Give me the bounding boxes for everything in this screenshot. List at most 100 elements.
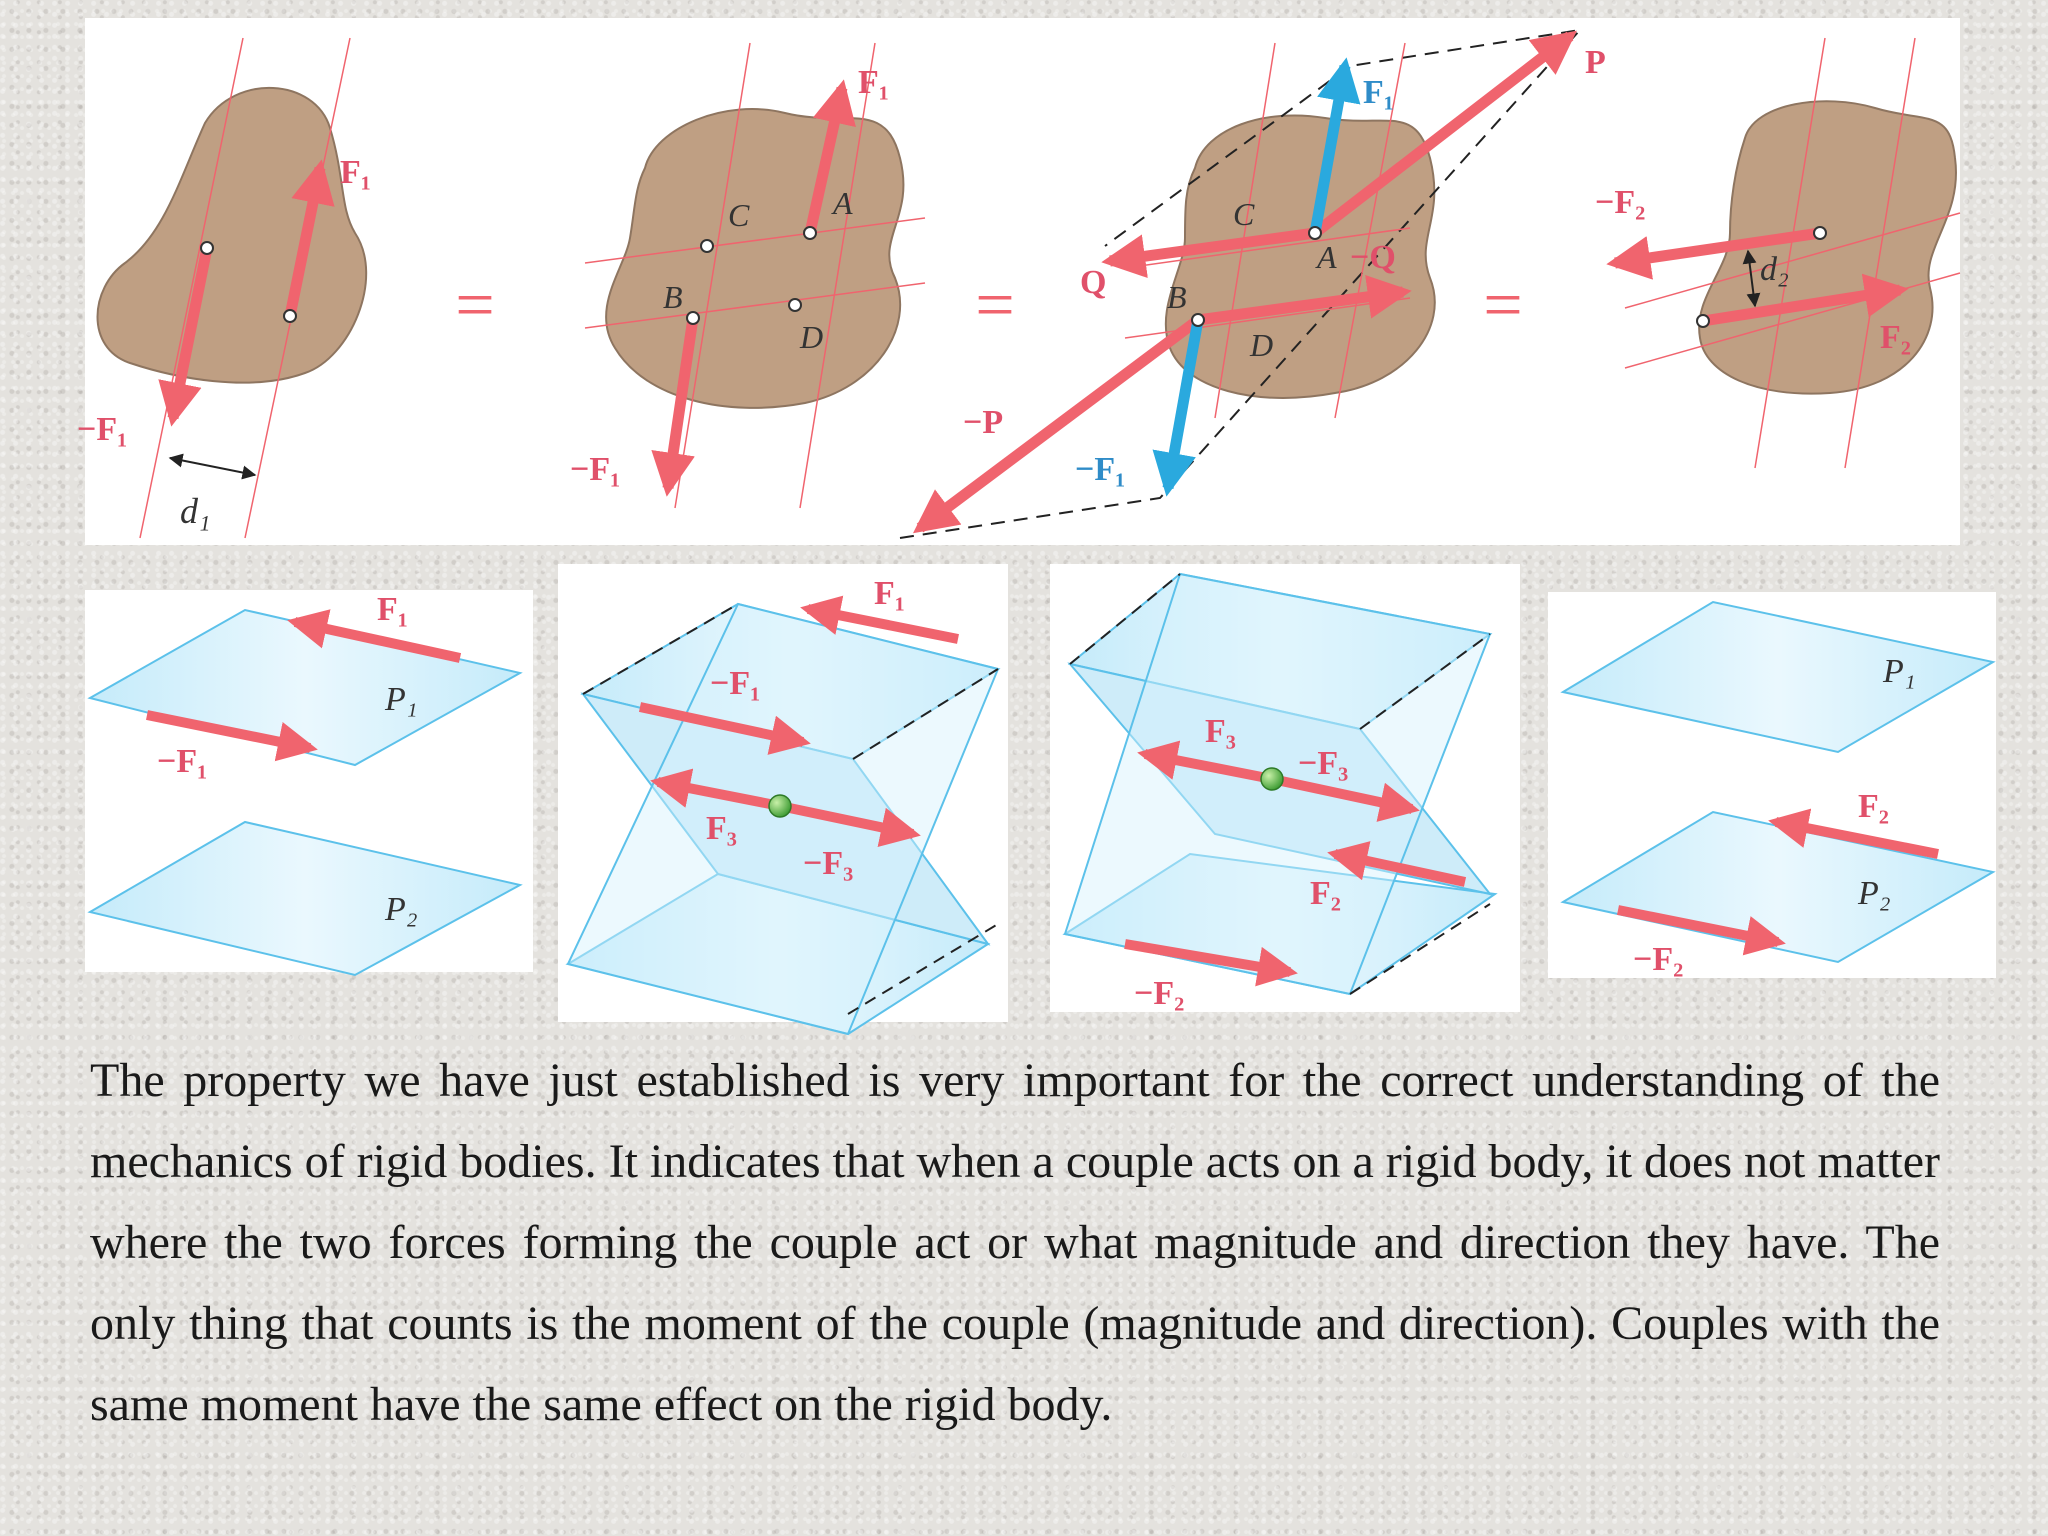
plane-p1	[87, 608, 523, 767]
label-neg-f2: −F₂	[1633, 941, 1683, 978]
force-f3-arrow	[650, 768, 781, 811]
label-a: A	[831, 185, 853, 221]
label-f2: F₂	[1880, 319, 1911, 356]
body-paragraph: The property we have just established is…	[90, 1054, 1940, 1431]
line-of-action	[1334, 42, 1406, 419]
force-neg-p-arrow	[912, 315, 1202, 534]
dashed-edge	[1349, 903, 1491, 995]
point-b	[686, 311, 700, 325]
force-neg-f2-arrow	[1617, 905, 1786, 956]
top-panel-1: F₁ −F₁ d₁	[77, 37, 371, 539]
top-figure-svg: F₁ −F₁ d₁ = C A B D F₁ −F₁ =	[77, 28, 1961, 539]
point-a	[1308, 226, 1322, 240]
equals-sign: =	[455, 267, 494, 344]
force-neg-f1-arrow	[146, 710, 318, 762]
label-neg-f1: −F₁	[1075, 451, 1125, 488]
top-figure: F₁ −F₁ d₁ = C A B D F₁ −F₁ =	[77, 18, 1961, 545]
force-neg-f1-arrow	[651, 317, 699, 497]
label-neg-p: −P	[963, 404, 1003, 441]
line-of-action	[674, 42, 751, 509]
point	[1813, 226, 1827, 240]
vertical-plane	[566, 602, 1000, 1036]
force-neg-q-arrow	[1197, 274, 1412, 326]
label-f1: F₁	[340, 154, 371, 191]
force-neg-f2-arrow	[1606, 227, 1821, 280]
label-a: A	[1315, 239, 1337, 275]
dashed-edge	[847, 923, 999, 1015]
rigid-body-shape	[1698, 100, 1957, 395]
top-panel-3: C A B D P −P Q −Q F₁ −F₁	[899, 28, 1606, 539]
label-neg-q: −Q	[1350, 239, 1396, 276]
dashed-edge	[1359, 633, 1491, 730]
bottom-panel-3: F₃ −F₃ F₂ −F₂	[1050, 564, 1520, 1012]
dashed-edge	[1069, 573, 1181, 665]
bottom-panel-2: F₁ −F₁ F₃ −F₃	[558, 564, 1008, 1036]
label-p2: P₂	[384, 891, 418, 928]
label-b: B	[1167, 279, 1187, 315]
label-d1: d₁	[180, 491, 211, 531]
line-of-action	[1214, 42, 1276, 419]
bottom-panel-2-svg: F₁ −F₁ F₃ −F₃	[565, 575, 1001, 1036]
point-a	[803, 226, 817, 240]
line-of-action	[799, 42, 876, 509]
point	[200, 241, 214, 255]
line-of-action	[1754, 37, 1826, 469]
force-neg-f1-arrow	[158, 246, 213, 427]
rigid-body-shape	[605, 108, 905, 409]
force-neg-f3-arrow	[1270, 774, 1420, 822]
line-of-action	[584, 282, 926, 329]
force-neg-f2-arrow	[1124, 939, 1298, 987]
parallelogram-outline	[899, 28, 1583, 539]
point-b	[1191, 313, 1205, 327]
label-p: P	[1585, 44, 1606, 81]
label-neg-f1: −F₁	[710, 665, 760, 702]
label-f2: F₂	[1858, 788, 1889, 825]
bottom-panel-1: F₁ −F₁ P₁ P₂	[85, 590, 533, 977]
label-f1: F₁	[858, 64, 889, 101]
label-c: C	[728, 197, 750, 233]
label-f1: F₁	[1363, 74, 1394, 111]
label-neg-f2: −F₂	[1595, 184, 1645, 221]
label-d: D	[1249, 327, 1273, 363]
line-of-action	[1624, 212, 1961, 309]
label-neg-f2: −F₂	[1134, 975, 1184, 1012]
label-c: C	[1233, 196, 1255, 232]
label-f1: F₁	[377, 591, 408, 628]
label-d2: d₂	[1760, 251, 1789, 288]
top-panel-2: C A B D F₁ −F₁	[570, 42, 926, 509]
point-d	[788, 298, 802, 312]
label-neg-f1: −F₁	[77, 411, 127, 448]
label-f2: F₂	[1310, 875, 1341, 912]
force-neg-f1-arrow	[1152, 319, 1204, 497]
bottom-panel-1-svg: F₁ −F₁ P₁ P₂	[87, 591, 523, 977]
force-p-arrow	[1311, 30, 1577, 238]
force-f2-arrow	[1768, 808, 1939, 859]
point	[1696, 314, 1710, 328]
label-f3: F₃	[1205, 713, 1236, 750]
label-p2: P₂	[1857, 875, 1891, 912]
label-f1: F₁	[874, 575, 905, 612]
line-of-action	[584, 217, 926, 264]
label-p1: P₁	[384, 681, 418, 718]
dashed-edge	[852, 668, 999, 760]
rigid-body-shape	[96, 87, 368, 384]
distance-arrow	[1742, 249, 1761, 308]
point-c	[700, 239, 714, 253]
label-b: B	[663, 279, 683, 315]
line-of-action	[1844, 37, 1916, 469]
force-f1-arrow	[804, 79, 856, 235]
line-of-action	[1124, 297, 1411, 339]
label-neg-f3: −F₃	[803, 845, 853, 882]
equals-sign: =	[975, 267, 1014, 344]
point	[283, 309, 297, 323]
force-neg-f1-arrow	[638, 702, 811, 755]
label-f3: F₃	[706, 810, 737, 847]
bottom-panel-4-svg: P₁ P₂ F₂ −F₂	[1560, 600, 1996, 978]
dashed-edge	[582, 603, 739, 695]
distance-arrow	[168, 453, 257, 480]
line-of-action	[139, 37, 244, 539]
force-neg-f3-arrow	[778, 801, 921, 847]
label-neg-f1: −F₁	[157, 743, 207, 780]
label-d: D	[799, 319, 823, 355]
top-panel-4: −F₂ F₂ d₂	[1595, 37, 1961, 469]
